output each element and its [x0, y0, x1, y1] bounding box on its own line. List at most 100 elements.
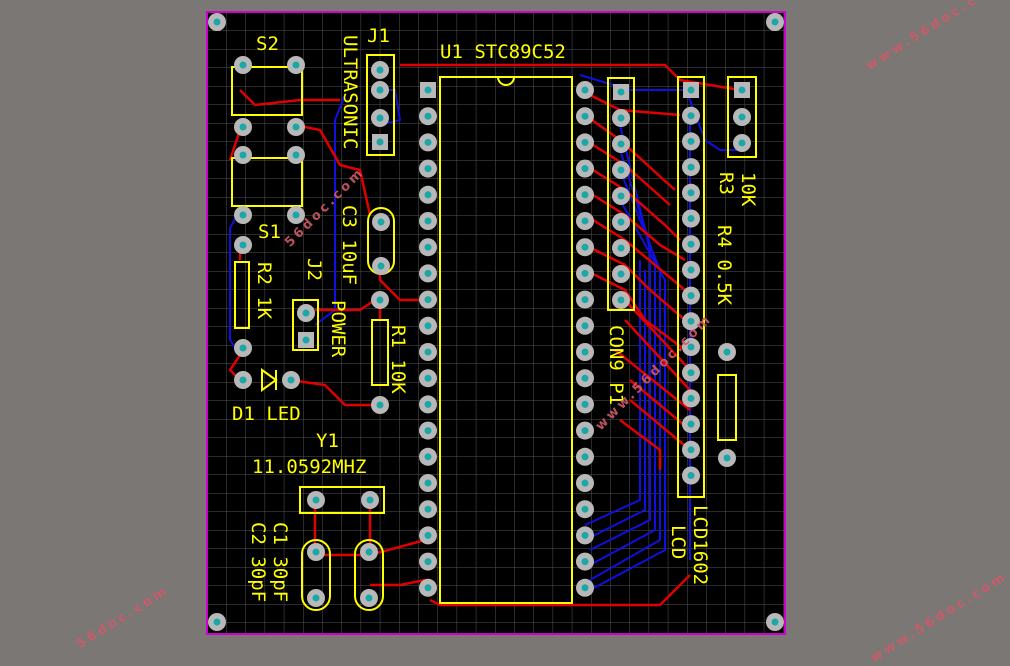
- lcd-pad-hole: [687, 266, 695, 274]
- lcd-pad-hole: [687, 163, 695, 171]
- con9-pad-hole: [617, 244, 625, 252]
- label-lcd-ref: LCD1602: [689, 505, 711, 585]
- u1-pad-hole: [581, 374, 589, 382]
- board-outline: [206, 11, 786, 635]
- u1-pad-hole: [581, 584, 589, 592]
- con9-pad-hole: [617, 140, 625, 148]
- r2-pad-hole: [239, 344, 247, 352]
- top-copper-traces: [228, 63, 741, 607]
- con9-pad-hole: [617, 270, 625, 278]
- j1-outline: [366, 54, 395, 156]
- lcd-pad-hole: [687, 292, 695, 300]
- c3-pad-hole: [377, 218, 385, 226]
- u1-pad-hole: [424, 348, 432, 356]
- con9-pad-hole: [617, 114, 625, 122]
- u1-pad-hole: [424, 269, 432, 277]
- u1-pad-hole: [424, 400, 432, 408]
- u1-pad-hole: [581, 400, 589, 408]
- r4-pad-hole: [723, 348, 731, 356]
- j2-outline: [292, 299, 319, 351]
- u1-pad-hole: [581, 558, 589, 566]
- mounting-hole-hole: [771, 18, 779, 26]
- u1-pad-hole: [581, 505, 589, 513]
- mounting-hole-hole: [213, 18, 221, 26]
- c1-pad-hole: [312, 594, 320, 602]
- label-r3: R3: [715, 172, 737, 195]
- label-c3: C3 10uF: [338, 205, 360, 285]
- r1-pad-hole: [376, 296, 384, 304]
- u1-pad-hole: [424, 191, 432, 199]
- j2-pad-hole: [302, 336, 310, 344]
- u1-pad-hole: [424, 505, 432, 513]
- r3-pad-hole: [738, 113, 746, 121]
- r1-pad-hole: [376, 401, 384, 409]
- switch-pad-hole: [239, 151, 247, 159]
- u1-pad-hole: [581, 217, 589, 225]
- label-con9: CON9 P1: [605, 325, 627, 405]
- u1-pad-hole: [424, 374, 432, 382]
- switch-pad-hole: [239, 211, 247, 219]
- switch-pad-hole: [292, 123, 300, 131]
- r1-body: [371, 319, 389, 386]
- j1-pad-hole: [376, 86, 384, 94]
- u1-pad-hole: [424, 86, 432, 94]
- u1-pad-hole: [424, 584, 432, 592]
- u1-pad-hole: [581, 86, 589, 94]
- u1-pad-hole: [581, 269, 589, 277]
- c2-pad-hole: [365, 548, 373, 556]
- j1-pad-hole: [376, 114, 384, 122]
- mounting-hole-hole: [771, 618, 779, 626]
- con9-pad-hole: [617, 192, 625, 200]
- u1-pad-hole: [581, 453, 589, 461]
- u1-pad-hole: [424, 112, 432, 120]
- label-u1: U1 STC89C52: [440, 41, 566, 63]
- pads: [208, 13, 784, 631]
- lcd-pad-hole: [687, 420, 695, 428]
- u1-pad-hole: [581, 531, 589, 539]
- led-symbol: [261, 368, 278, 392]
- c1-body: [301, 539, 331, 611]
- lcd-pad-hole: [687, 112, 695, 120]
- lcd-pad-hole: [687, 317, 695, 325]
- lcd-pad-hole: [687, 189, 695, 197]
- u1-pad-hole: [424, 531, 432, 539]
- label-r2: R2 1K: [253, 262, 275, 320]
- crystal-pad-hole: [312, 496, 320, 504]
- label-c2: C2 30pF: [247, 522, 269, 602]
- u1-pad-hole: [581, 138, 589, 146]
- label-lcd-val: LCD: [667, 525, 689, 559]
- u1-pad-hole: [581, 348, 589, 356]
- label-r3-val: 10K: [737, 172, 759, 207]
- u1-pad-hole: [424, 479, 432, 487]
- u1-pad-hole: [424, 322, 432, 330]
- c3-pad-hole: [377, 262, 385, 270]
- u1-pad-hole: [581, 479, 589, 487]
- label-d1: D1 LED: [232, 403, 301, 425]
- label-crystal: 11.0592MHZ: [252, 456, 366, 478]
- con9-pad-hole: [617, 88, 625, 96]
- u1-pad-hole: [424, 453, 432, 461]
- lcd-outline: [677, 76, 705, 498]
- switch-pad-hole: [292, 151, 300, 159]
- silkscreen: [231, 54, 757, 611]
- label-ultrasonic: ULTRASONIC: [339, 35, 361, 149]
- u1-pad-hole: [424, 138, 432, 146]
- u1-pad-hole: [424, 558, 432, 566]
- u1-pad-hole: [424, 243, 432, 251]
- c1-pad-hole: [312, 548, 320, 556]
- lcd-pad-hole: [687, 446, 695, 454]
- u1-pad-hole: [581, 112, 589, 120]
- r3-pad-hole: [738, 86, 746, 94]
- led-pad-hole: [239, 376, 247, 384]
- con9-pad-hole: [617, 218, 625, 226]
- u1-pad-hole: [424, 165, 432, 173]
- label-power: POWER: [327, 300, 349, 358]
- u1-pad-hole: [581, 427, 589, 435]
- r3-outline: [727, 76, 757, 158]
- u1-pad-hole: [424, 217, 432, 225]
- con9-pad-hole: [617, 166, 625, 174]
- label-j1: J1: [367, 25, 390, 47]
- r4-pad-hole: [723, 454, 731, 462]
- switch-pad-hole: [239, 61, 247, 69]
- u1-pad-hole: [581, 322, 589, 330]
